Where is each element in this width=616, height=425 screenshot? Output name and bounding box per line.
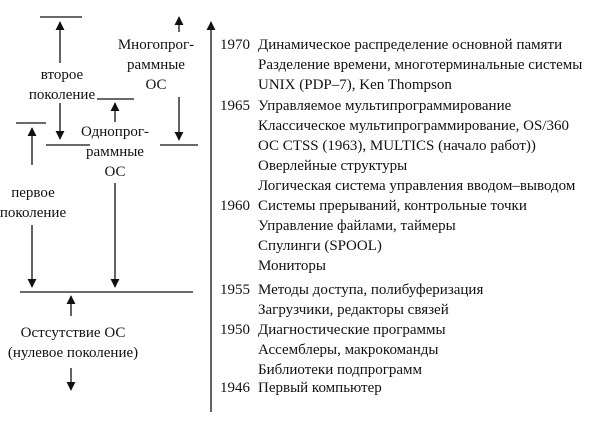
- first-gen-label: первое поколение: [0, 185, 67, 221]
- year-label: 1950: [220, 322, 250, 338]
- multi-prog-label: Многопрог- раммные ОС: [117, 37, 195, 93]
- event-item: Классическое мультипрограммирование, OS/…: [258, 118, 569, 134]
- event-item: Первый компьютер: [258, 380, 382, 396]
- year-label: 1960: [220, 198, 250, 214]
- event-item: UNIX (PDP–7), Ken Thompson: [258, 77, 452, 93]
- event-item: Системы прерываний, контрольные точки: [258, 198, 527, 214]
- year-label: 1970: [220, 37, 250, 53]
- event-item: Управляемое мультипрограммирование: [258, 98, 512, 114]
- event-item: Диагностические программы: [258, 322, 446, 338]
- event-item: Загрузчики, редакторы связей: [258, 302, 449, 318]
- event-item: Методы доступа, полибуферизация: [258, 282, 484, 298]
- event-item: Оверлейные структуры: [258, 158, 408, 174]
- event-item: Разделение времени, многотерминальные си…: [258, 57, 583, 73]
- zero-gen-label: Остсутствие ОС (нулевое поколение): [7, 325, 139, 361]
- event-list: Первый компьютер: [258, 378, 382, 398]
- single-prog-label: Однопрог- раммные ОС: [81, 124, 149, 180]
- event-item: Ассемблеры, макрокоманды: [258, 342, 439, 358]
- event-item: Мониторы: [258, 258, 326, 274]
- year-label: 1946: [220, 380, 250, 396]
- event-item: ОС CTSS (1963), MULTICS (начало работ)): [258, 138, 536, 154]
- event-item: Логическая система управления вводом–выв…: [258, 178, 576, 194]
- year-label: 1965: [220, 98, 250, 114]
- event-list: Динамическое распределение основной памя…: [258, 35, 582, 95]
- event-item: Библиотеки подпрограмм: [258, 362, 423, 378]
- event-item: Спулинги (SPOOL): [258, 238, 382, 254]
- second-gen-label: второе поколение: [28, 67, 96, 103]
- event-item: Динамическое распределение основной памя…: [258, 37, 563, 53]
- event-item: Управление файлами, таймеры: [258, 218, 456, 234]
- year-label: 1955: [220, 282, 250, 298]
